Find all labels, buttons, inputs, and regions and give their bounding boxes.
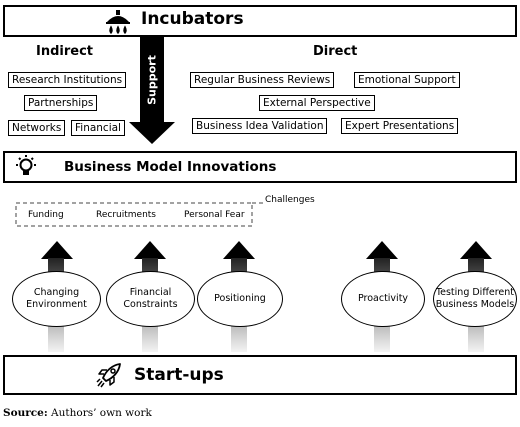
source-note: Source: Authors’ own work (3, 407, 152, 419)
direct-item: Business Idea Validation (192, 118, 328, 134)
lightbulb-icon (16, 155, 36, 175)
challenge-item: Recruitments (96, 210, 156, 220)
indirect-item: Financial (71, 120, 125, 136)
direct-item: Expert Presentations (341, 118, 459, 134)
indirect-item: Networks (8, 120, 66, 136)
support-label: Support (145, 55, 159, 105)
support-arrow (129, 37, 175, 144)
bmi-box (3, 151, 517, 183)
challenge-item: Funding (28, 210, 64, 220)
source-label: Source: (3, 407, 48, 419)
challenges-box (15, 202, 253, 227)
driver-label: Environment (26, 299, 87, 310)
bmi-title: Business Model Innovations (64, 159, 277, 175)
indirect-item: Partnerships (24, 95, 98, 111)
direct-item: Regular Business Reviews (190, 72, 335, 88)
source-text: Authors’ own work (47, 407, 152, 419)
driver-oval: Proactivity (341, 271, 425, 327)
driver-label: Financial (129, 287, 172, 298)
incubators-title: Incubators (141, 9, 244, 29)
direct-item: External Perspective (259, 95, 375, 111)
driver-label: Testing Different (435, 287, 515, 298)
rocket-icon (96, 363, 121, 388)
indirect-header: Indirect (36, 44, 94, 59)
incubators-box (3, 5, 517, 37)
driver-label: Proactivity (357, 293, 409, 304)
direct-item: Emotional Support (354, 72, 460, 88)
challenge-item: Personal Fear (184, 210, 245, 220)
startups-box (3, 355, 517, 395)
shower-icon (106, 10, 130, 35)
direct-header: Direct (313, 44, 358, 59)
challenges-label: Challenges (265, 195, 315, 205)
driver-label: Business Models (435, 299, 515, 310)
driver-label: Changing (33, 287, 80, 298)
indirect-item: Research Institutions (8, 72, 127, 88)
startups-title: Start-ups (134, 365, 224, 385)
driver-label: Constraints (123, 299, 178, 310)
driver-label: Positioning (214, 293, 266, 304)
driver-oval: Positioning (197, 271, 283, 327)
